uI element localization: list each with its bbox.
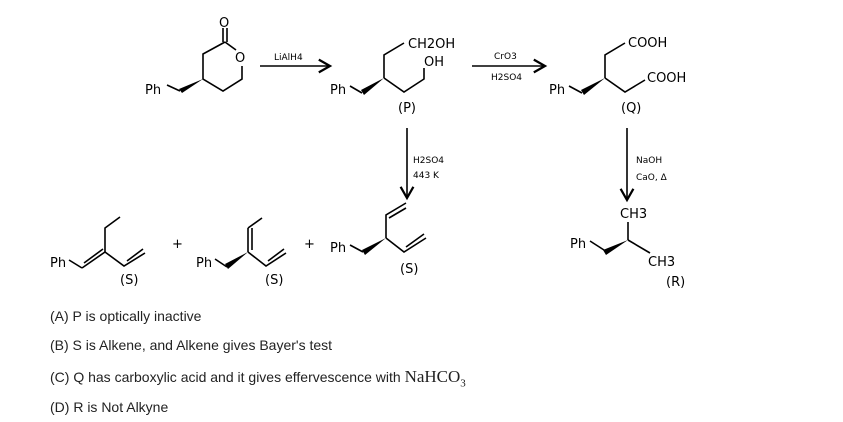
reagent-h2so4: H2SO4 <box>491 73 522 83</box>
cooh-top-label: COOH <box>628 36 667 51</box>
label-p: (P) <box>398 101 416 116</box>
nahco3-formula: NaHCO3 <box>404 367 466 390</box>
formula-main: NaHCO <box>404 367 461 386</box>
reaction-scheme: O O Ph LiAlH4 Ph CH2OH OH (P) CrO3 H2SO4… <box>50 16 686 290</box>
option-d: (D) R is Not Alkyne <box>50 399 169 415</box>
phenyl-label: Ph <box>549 83 565 98</box>
option-c: (C) Q has carboxylic acid and it gives e… <box>50 367 466 389</box>
cooh-right-label: COOH <box>647 71 686 86</box>
ch2oh-label: CH2OH <box>408 37 455 52</box>
phenyl-label: Ph <box>196 256 212 271</box>
lactone-reactant: O O Ph <box>145 16 245 98</box>
label-r: (R) <box>666 275 685 290</box>
reagent-h2so4-2: H2SO4 <box>413 156 444 166</box>
plus-sign: + <box>172 237 183 252</box>
s-product-2: Ph (S) <box>196 217 287 288</box>
reagent-lialh4: LiAlH4 <box>274 53 303 63</box>
label-s: (S) <box>265 273 283 288</box>
label-s: (S) <box>120 273 138 288</box>
plus-sign: + <box>304 237 315 252</box>
option-b: (B) S is Alkene, and Alkene gives Bayer'… <box>50 337 333 353</box>
s-product-3: Ph (S) <box>330 202 427 277</box>
label-s: (S) <box>400 262 418 277</box>
phenyl-label: Ph <box>50 256 66 271</box>
ch3-top-label: CH3 <box>620 207 647 222</box>
reagent-cao-heat: CaO, Δ <box>636 173 668 183</box>
label-q: (Q) <box>621 101 641 116</box>
option-c-text: (C) Q has carboxylic acid and it gives e… <box>50 369 405 385</box>
formula-subscript: 3 <box>460 377 466 390</box>
compound-p: Ph CH2OH OH (P) <box>330 37 455 116</box>
reagent-temperature: 443 K <box>413 171 440 181</box>
compound-r: CH3 Ph CH3 (R) <box>570 207 685 290</box>
reagent-cro3: CrO3 <box>494 52 517 62</box>
carbonyl-oxygen: O <box>219 16 229 31</box>
phenyl-label: Ph <box>330 83 346 98</box>
compound-q: Ph COOH COOH (Q) <box>549 36 686 116</box>
option-a: (A) P is optically inactive <box>50 308 202 324</box>
reagent-naoh: NaOH <box>636 156 662 166</box>
phenyl-label: Ph <box>330 241 346 256</box>
phenyl-label: Ph <box>145 83 161 98</box>
ring-oxygen: O <box>235 51 245 66</box>
ch3-right-label: CH3 <box>648 255 675 270</box>
oh-label: OH <box>424 55 444 70</box>
phenyl-label: Ph <box>570 237 586 252</box>
s-product-1: Ph (S) <box>50 216 146 288</box>
